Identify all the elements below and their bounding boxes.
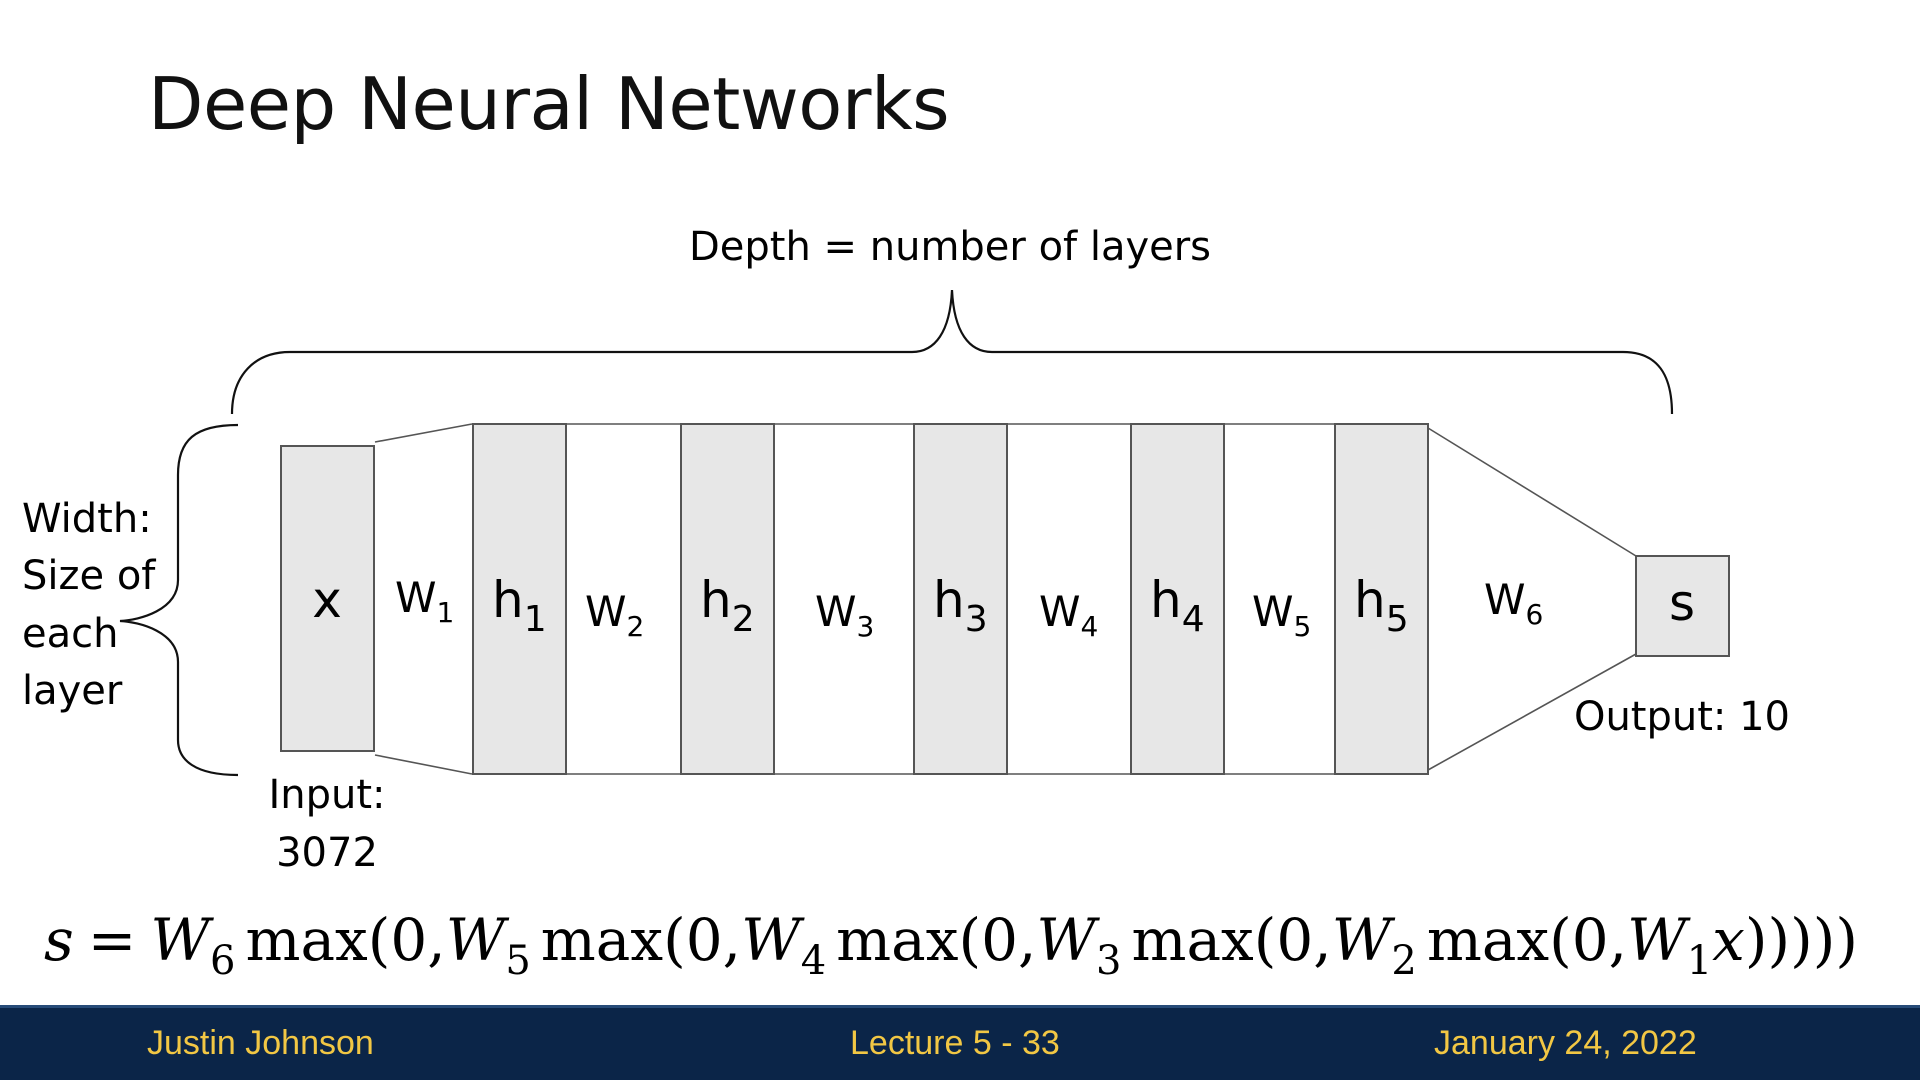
layer-box-h1 <box>472 423 567 775</box>
width-label-line-3: each <box>22 611 118 657</box>
slide-title: Deep Neural Networks <box>148 62 950 146</box>
layer-label-h2: h2 <box>700 571 755 640</box>
layer-label-h3: h3 <box>933 571 988 640</box>
input-label-line-2: 3072 <box>276 830 378 876</box>
width-label-line-1: Width: <box>22 496 152 542</box>
layer-box-s <box>1635 555 1730 657</box>
connection-line <box>1427 427 1637 557</box>
layer-label-h1: h1 <box>492 571 547 640</box>
width-label-line-2: Size of <box>22 553 156 599</box>
connection-line <box>1427 653 1637 771</box>
weight-label-w3: W3 <box>815 587 874 643</box>
weight-label-w5: W5 <box>1252 587 1311 643</box>
layer-box-h5 <box>1334 423 1429 775</box>
weight-label-w4: W4 <box>1039 587 1098 643</box>
layer-label-h4: h4 <box>1150 571 1205 640</box>
footer-date: January 24, 2022 <box>1434 1024 1697 1062</box>
output-label: Output: 10 <box>1574 694 1790 740</box>
footer-lecture: Lecture 5 - 33 <box>850 1024 1060 1062</box>
input-label-line-1: Input: <box>268 772 385 818</box>
depth-label: Depth = number of layers <box>689 224 1211 270</box>
layer-box-h2 <box>680 423 775 775</box>
connection-line <box>374 754 473 775</box>
layer-boxes <box>280 423 1730 775</box>
weight-label-w6: W6 <box>1484 575 1543 631</box>
footer-author: Justin Johnson <box>147 1024 374 1062</box>
layer-box-h4 <box>1130 423 1225 775</box>
width-brace <box>119 423 239 777</box>
connections <box>374 423 1637 775</box>
weight-label-w2: W2 <box>585 587 644 643</box>
width-label-line-4: layer <box>22 668 123 714</box>
layer-label-s: s <box>1669 574 1695 632</box>
depth-brace <box>230 289 1674 415</box>
layer-box-x <box>280 445 375 752</box>
layer-box-h3 <box>913 423 1008 775</box>
weight-label-w1: W1 <box>395 573 454 629</box>
connection-line <box>374 423 473 443</box>
layer-label-x: x <box>312 571 342 629</box>
layer-label-h5: h5 <box>1354 571 1409 640</box>
footer-bar: Justin Johnson Lecture 5 - 33 January 24… <box>0 1005 1920 1080</box>
